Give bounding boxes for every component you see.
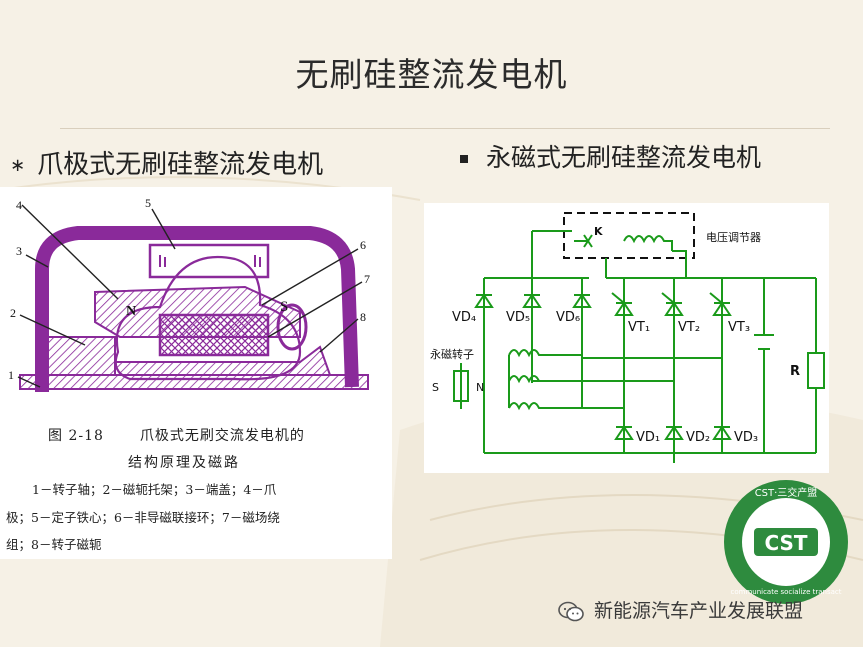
regulator-label: 电压调节器 <box>706 231 761 244</box>
rotor-shaft <box>19 374 369 390</box>
pm-circuit-figure: 电压调节器 K 永磁转子 S N VD₄ VD₅ VD₆ VT₁ VT₂ VT₃… <box>424 203 829 473</box>
label-vd4: VD₄ <box>452 310 476 325</box>
cst-logo: CST CST·三交产盟 communicate socialize trans… <box>724 480 848 604</box>
callout-8: 8 <box>360 310 366 324</box>
rotor-s: S <box>432 381 439 394</box>
label-vt1: VT₁ <box>628 320 650 335</box>
label-r: R <box>790 364 800 379</box>
figure-title: 爪极式无刷交流发电机的 <box>139 428 305 444</box>
square-bullet-icon <box>460 155 468 163</box>
pm-circuit-diagram: 电压调节器 K 永磁转子 S N VD₄ VD₅ VD₆ VT₁ VT₂ VT₃… <box>430 212 825 463</box>
diode-vd5 <box>522 293 542 308</box>
figure-legend-line3: 组；8－转子磁轭 <box>6 537 102 552</box>
label-vd1: VD₁ <box>636 430 660 445</box>
label-vd5: VD₅ <box>506 310 530 325</box>
watermark: 新能源汽车产业发展联盟 <box>558 596 803 623</box>
stator-core <box>148 243 270 279</box>
diode-vd6 <box>572 293 592 308</box>
diode-vd2 <box>664 425 684 440</box>
logo-ring-text: communicate socialize transact <box>731 588 842 596</box>
rotor-label: 永磁转子 <box>430 347 474 361</box>
callout-7: 7 <box>364 272 370 286</box>
diode-vd3 <box>712 425 732 440</box>
label-vd2: VD₂ <box>686 430 710 445</box>
left-heading-text: 爪极式无刷硅整流发电机 <box>37 150 324 180</box>
callout-5: 5 <box>145 196 151 210</box>
title-divider <box>60 128 830 129</box>
label-vt2: VT₂ <box>678 320 700 335</box>
label-vt3: VT₃ <box>728 320 750 335</box>
logo-top-text: CST·三交产盟 <box>755 486 818 499</box>
figure-caption-line1: 图 2-18 爪极式无刷交流发电机的 <box>48 425 305 445</box>
wechat-icon <box>558 601 584 621</box>
regulator-coil <box>623 235 673 251</box>
rotor-yoke <box>114 345 332 376</box>
figure-legend-line2: 极；5－定子铁心；6－非导磁联接环；7－磁场绕 <box>6 510 280 525</box>
switch-k <box>574 234 593 248</box>
thyristor-vt3 <box>709 292 732 316</box>
pole-n: N <box>126 304 136 319</box>
figure-legend-line1: 1－转子轴；2－磁轭托架；3－端盖；4－爪 <box>32 482 277 497</box>
flux-path <box>114 255 302 381</box>
load-resistor <box>807 352 825 389</box>
claw-pole-diagram: 4 5 3 6 7 2 8 1 N S <box>8 196 370 392</box>
switch-label: K <box>594 225 603 238</box>
non-magnetic-ring <box>276 303 308 351</box>
pole-s: S <box>280 299 288 315</box>
asterisk-bullet-icon: ∗ <box>10 155 26 176</box>
label-vd3: VD₃ <box>734 430 758 445</box>
watermark-text: 新能源汽车产业发展联盟 <box>594 600 804 622</box>
right-heading: 永磁式无刷硅整流发电机 <box>460 138 761 174</box>
rotor-n: N <box>476 381 484 394</box>
claw-pole-figure: 4 5 3 6 7 2 8 1 N S 图 2-18 爪极式无刷交流发电机的 结构… <box>0 187 392 559</box>
callout-1: 1 <box>8 368 14 382</box>
callout-3: 3 <box>16 244 22 258</box>
field-winding <box>158 313 270 357</box>
thyristor-vt1 <box>611 292 634 316</box>
figure-number: 图 2-18 <box>48 428 104 444</box>
callout-2: 2 <box>10 306 16 320</box>
callout-6: 6 <box>360 238 366 252</box>
slide-title: 无刷硅整流发电机 <box>295 55 568 94</box>
left-heading: ∗ 爪极式无刷硅整流发电机 <box>10 144 323 181</box>
label-vd6: VD₆ <box>556 310 580 325</box>
thyristor-vt2 <box>661 292 684 316</box>
figure-caption-line2: 结构原理及磁路 <box>128 455 240 471</box>
right-heading-text: 永磁式无刷硅整流发电机 <box>486 143 762 172</box>
callout-4: 4 <box>16 198 22 212</box>
diode-vd4 <box>474 293 494 308</box>
regulator-box <box>563 212 695 259</box>
logo-text: CST <box>764 531 807 555</box>
diode-vd1 <box>614 425 634 440</box>
